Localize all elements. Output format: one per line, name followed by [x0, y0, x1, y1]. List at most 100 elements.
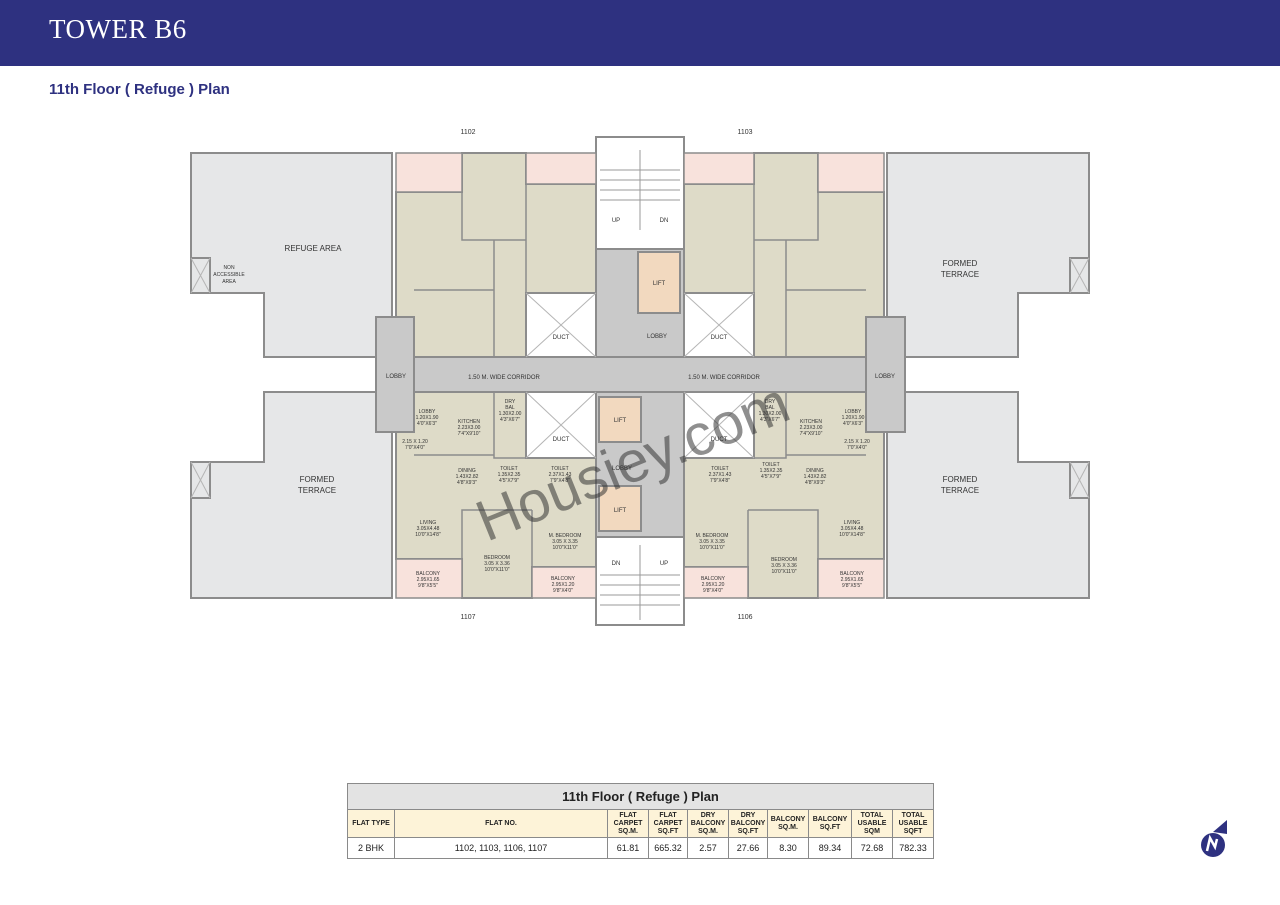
- duct-nw-label: DUCT: [553, 335, 570, 341]
- cell-drybal-sqft: 27.66: [728, 837, 768, 859]
- toilet2-1106-ft: 7'9"X4'8": [710, 478, 730, 484]
- drybal-1107-2: BAL: [505, 405, 515, 411]
- drybal-1106-2: BAL: [765, 405, 775, 411]
- living-1107-m: 3.05X4.48: [417, 526, 440, 532]
- lift-south-2-label: LIFT: [614, 508, 627, 514]
- cell-flat-no: 1102, 1103, 1106, 1107: [394, 837, 608, 859]
- toilet-1107-name: TOILET: [500, 466, 517, 472]
- terrace-se-label-2: TERRACE: [941, 486, 979, 495]
- mbed-1106-m: 3.05 X 3.35: [699, 539, 725, 545]
- lift-north-label: LIFT: [653, 281, 666, 287]
- toilet-1107-m: 1.35X2.35: [498, 472, 521, 478]
- terrace-sw-label-2: TERRACE: [298, 486, 336, 495]
- passage-1106-m: 2.15 X 1.20: [844, 439, 870, 445]
- stair-south-up: UP: [660, 561, 668, 567]
- mbed-1106-name: M. BEDROOM: [696, 533, 729, 539]
- dining-1106-name: DINING: [806, 468, 824, 474]
- flat-tag-1102: 1102: [460, 129, 475, 136]
- kitchen-1107-ft: 7'4"X9'10": [458, 431, 481, 437]
- balcony-1102-a: [395, 152, 463, 193]
- lift-south-1-label: LIFT: [614, 418, 627, 424]
- lift-south-2: [598, 485, 642, 532]
- kitchen-1106-name: KITCHEN: [800, 419, 822, 425]
- non-access-label-3: AREA: [222, 279, 236, 285]
- mbed-1107-m: 3.05 X 3.35: [552, 539, 578, 545]
- toilet2-1107-m: 2.37X1.43: [549, 472, 572, 478]
- duct-sw-label: DUCT: [553, 437, 570, 443]
- lobby-core-label: LOBBY: [647, 334, 667, 340]
- lift-south-1: [598, 396, 642, 443]
- page-subtitle: 11th Floor ( Refuge ) Plan: [49, 81, 230, 98]
- balcony-1107-b: [531, 566, 597, 599]
- dining-1106-ft: 4'8"X9'3": [805, 480, 825, 486]
- stair-north-up: UP: [612, 218, 620, 224]
- balcony1-1106-ft: 9'8"X5'5": [842, 583, 862, 589]
- lobby-1106-ft: 4'0"X6'3": [843, 421, 863, 427]
- cell-total-sqm: 72.68: [851, 837, 893, 859]
- non-access-label-2: ACCESSIBLE: [213, 272, 245, 278]
- stair-north-dn: DN: [660, 218, 669, 224]
- lobby-1106-m: 1.20X1.90: [842, 415, 865, 421]
- terraces: [190, 152, 1090, 599]
- header-bar: TOWER B6: [0, 0, 1280, 66]
- drybal-1106-4: 4'3"X6'7": [760, 417, 780, 423]
- toilet-1107-ft: 4'5"X7'9": [499, 478, 519, 484]
- terrace-sw-label-1: FORMED: [300, 475, 335, 484]
- mbed-1107-ft: 10'0"X11'0": [552, 545, 577, 551]
- balcony2-1107-m: 2.95X1.20: [552, 582, 575, 588]
- balcony1-1107-m: 2.95X1.65: [417, 577, 440, 583]
- balcony2-1107-ft: 9'8"X4'0": [553, 588, 573, 594]
- bed-1107-m: 3.05 X 3.36: [484, 561, 510, 567]
- th-flat-no: FLAT NO.: [394, 809, 608, 838]
- flat-tag-1103: 1103: [737, 129, 752, 136]
- lobby-core-south-label: LOBBY: [612, 466, 632, 472]
- toilet2-1107-ft: 7'9"X4'8": [550, 478, 570, 484]
- east-lobby: [865, 316, 906, 433]
- cell-balcony-sqm: 8.30: [767, 837, 809, 859]
- balcony1-1107-name: BALCONY: [416, 571, 441, 577]
- lobby-west-label: LOBBY: [386, 374, 406, 380]
- bed-1107-name: BEDROOM: [484, 555, 510, 561]
- kitchen-1107-m: 2.23X3.00: [458, 425, 481, 431]
- formed-terrace-sw: [190, 391, 393, 599]
- formed-terrace-ne: [886, 152, 1090, 358]
- cell-total-sqft: 782.33: [891, 837, 935, 859]
- balcony2-1106-name: BALCONY: [701, 576, 726, 582]
- balcony-1106-b: [683, 566, 749, 599]
- lobby-1107-ft: 4'0"X6'3": [417, 421, 437, 427]
- balcony-1102-b: [525, 152, 597, 185]
- tower-title: TOWER B6: [49, 14, 187, 44]
- table-caption: 11th Floor ( Refuge ) Plan: [346, 783, 935, 810]
- bed-1106-m: 3.05 X 3.36: [771, 563, 797, 569]
- balcony-1107-a: [395, 558, 463, 599]
- drybal-1106-3: 1.30X2.00: [759, 411, 782, 417]
- toilet-1106-ft: 4'5"X7'9": [761, 474, 781, 480]
- bed-1106-ft: 10'0"X11'0": [771, 569, 796, 575]
- toilet2-1107-name: TOILET: [551, 466, 568, 472]
- duct-se-label: DUCT: [711, 437, 728, 443]
- flat-1102-shape: [395, 152, 597, 358]
- toilet-1106-name: TOILET: [762, 462, 779, 468]
- living-1106-m: 3.05X4.48: [841, 526, 864, 532]
- mbed-1107-name: M. BEDROOM: [549, 533, 582, 539]
- flat-tag-1107: 1107: [460, 614, 475, 621]
- toilet2-1106-m: 2.37X1.43: [709, 472, 732, 478]
- corridor-west-label: 1.50 M. WIDE CORRIDOR: [468, 375, 540, 381]
- refuge-area-shape: [190, 152, 393, 358]
- balcony2-1106-ft: 9'8"X4'0": [703, 588, 723, 594]
- terrace-ne-label-2: TERRACE: [941, 270, 979, 279]
- living-1107-ft: 10'0"X14'8": [415, 532, 441, 538]
- cell-flat-type: 2 BHK: [347, 837, 395, 859]
- terrace-ne-label-1: FORMED: [943, 259, 978, 268]
- toilet-1106-m: 1.35X2.35: [760, 468, 783, 474]
- dining-1107-ft: 4'8"X9'3": [457, 480, 477, 486]
- duct-ne-label: DUCT: [711, 335, 728, 341]
